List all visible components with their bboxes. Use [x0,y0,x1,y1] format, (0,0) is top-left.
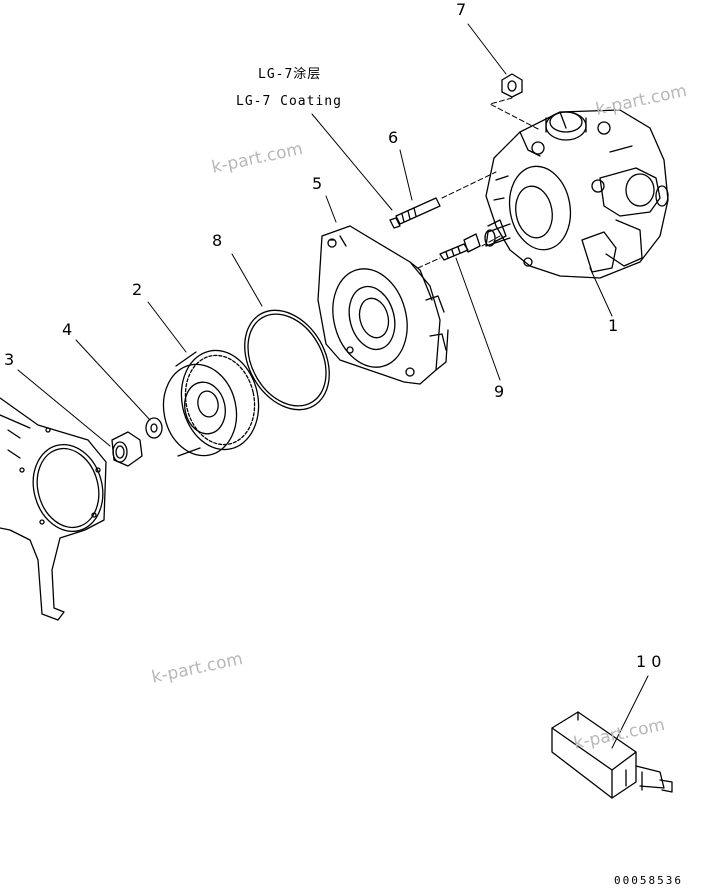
leader-10 [611,675,649,749]
leader-1 [589,267,613,317]
part-4-washer [145,417,163,439]
assembly-lines [417,97,541,269]
part-4-nut [111,431,143,467]
drawing-code: 00058536 [614,874,683,887]
leader-9 [455,257,501,381]
callout-1: 1 [608,316,619,335]
leader-7 [467,23,507,75]
coating-note-cn: LG-7涂层 [258,67,322,82]
part-5-flange [317,225,449,385]
leader-coating [311,113,393,211]
callout-9: 9 [494,382,505,401]
part-7-nut [501,73,523,98]
callout-4: 4 [62,320,73,339]
callout-3: 3 [4,350,15,369]
part-2-gear [162,349,260,457]
callout-7: 7 [456,0,467,19]
callout-10: 1 0 [636,652,662,671]
leader-2 [147,301,187,353]
leader-lines [17,23,649,749]
leader-6 [399,149,413,201]
part-8-o-ring [244,309,330,411]
callout-5: 5 [312,174,323,193]
part-6-stud [389,197,441,229]
part-3-bracket [0,397,107,621]
leader-3 [17,369,111,447]
leader-5 [325,195,337,223]
part-1-pump-assembly [484,109,669,279]
callout-8: 8 [212,231,223,250]
leader-4 [75,339,151,421]
part-9-bolt [439,233,481,261]
callout-2: 2 [132,280,143,299]
leader-8 [231,253,263,307]
callout-6: 6 [388,128,399,147]
coating-note-en: LG-7 Coating [236,94,342,109]
part-10-tool [551,711,673,799]
